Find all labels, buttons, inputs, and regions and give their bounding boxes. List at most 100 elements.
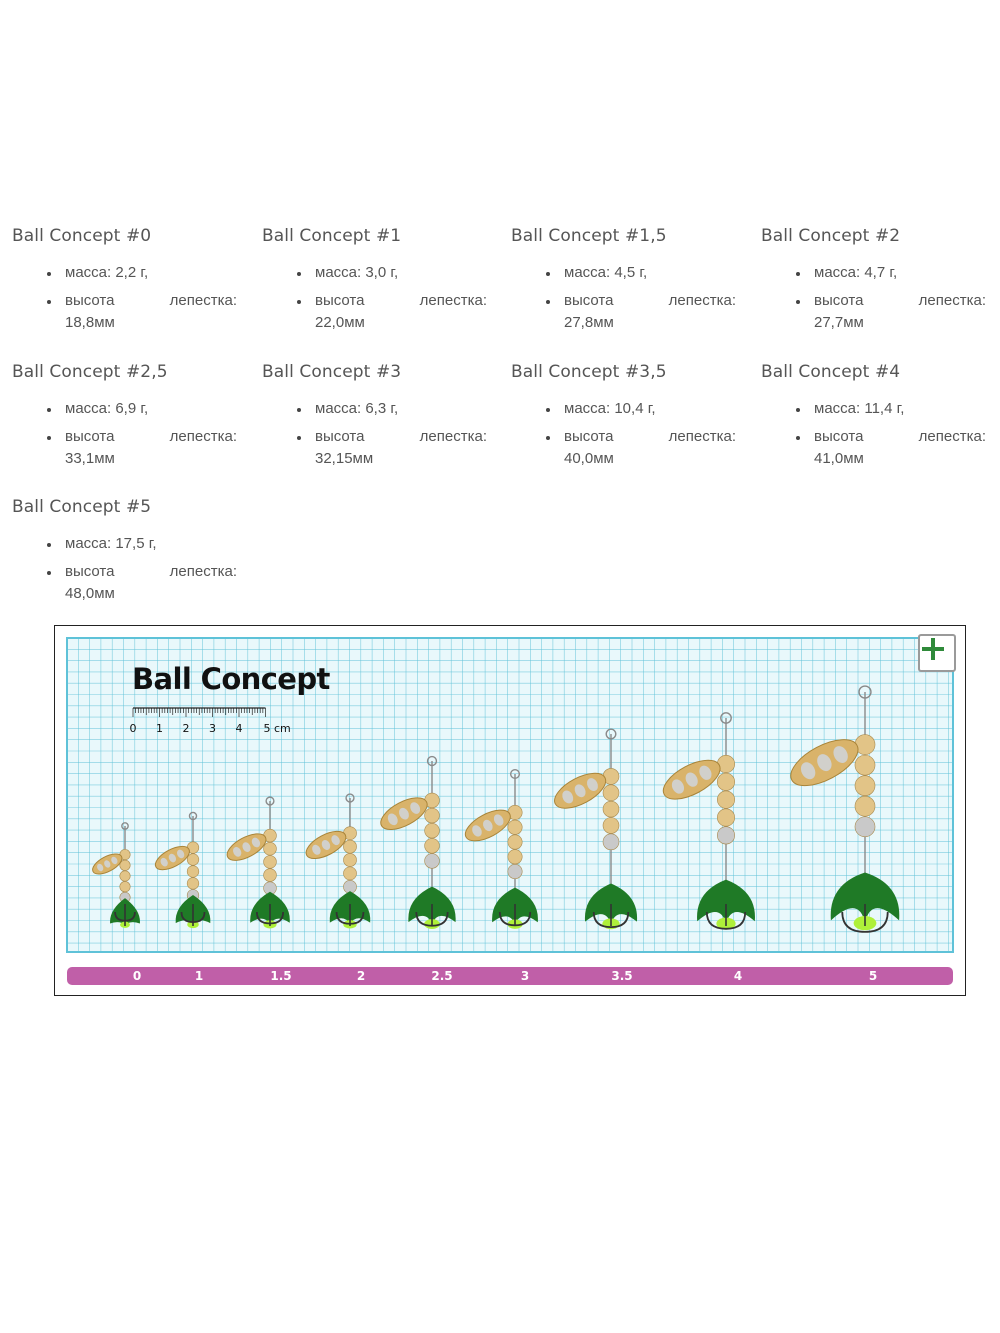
height-label: высота bbox=[564, 292, 614, 309]
spec-mass: масса: 4,7 г, bbox=[796, 262, 986, 284]
spec-list: масса: 10,4 г, высота лепестка: 40,0мм bbox=[511, 398, 736, 470]
ruler-tick-label: 4 bbox=[236, 722, 243, 735]
spec-title: Ball Concept #2,5 bbox=[12, 362, 168, 382]
mass-value: 2,2 г, bbox=[115, 264, 149, 281]
mass-value: 4,5 г, bbox=[614, 264, 648, 281]
petal-label: лепестка: bbox=[169, 563, 237, 580]
spec-height: высота лепестка: 40,0мм bbox=[546, 426, 736, 470]
spinner-lure bbox=[154, 811, 211, 929]
mass-value: 10,4 г, bbox=[614, 400, 656, 417]
spec-title: Ball Concept #3 bbox=[262, 362, 402, 382]
mass-label: масса: bbox=[814, 400, 861, 417]
ruler-tick-label: 0 bbox=[130, 722, 137, 735]
spinner-lure bbox=[226, 796, 290, 929]
spec-title: Ball Concept #4 bbox=[761, 362, 901, 382]
petal-label: лепестка: bbox=[419, 292, 487, 309]
height-label: высота bbox=[65, 292, 115, 309]
height-value: 18,8мм bbox=[65, 314, 115, 331]
size-label: 1.5 bbox=[270, 969, 292, 983]
spec-title: Ball Concept #3,5 bbox=[511, 362, 667, 382]
petal-label: лепестка: bbox=[668, 292, 736, 309]
spec-list: масса: 6,3 г, высота лепестка: 32,15мм bbox=[262, 398, 487, 470]
petal-label: лепестка: bbox=[668, 428, 736, 445]
figure-title: Ball Concept bbox=[132, 662, 330, 696]
spec-list: масса: 17,5 г, высота лепестка: 48,0мм bbox=[12, 533, 237, 605]
petal-label: лепестка: bbox=[918, 292, 986, 309]
height-value: 32,15мм bbox=[315, 450, 374, 467]
spec-title: Ball Concept #5 bbox=[12, 497, 152, 517]
spec-height: высота лепестка: 22,0мм bbox=[297, 290, 487, 334]
height-label: высота bbox=[564, 428, 614, 445]
mass-value: 11,4 г, bbox=[864, 400, 905, 417]
size-label: 2.5 bbox=[431, 969, 453, 983]
zoom-button[interactable] bbox=[918, 634, 956, 672]
spec-block: Ball Concept #2 масса: 4,7 г, высота леп… bbox=[761, 226, 986, 340]
spec-height: высота лепестка: 33,1мм bbox=[47, 426, 237, 470]
spinner-lure bbox=[790, 685, 900, 933]
petal-label: лепестка: bbox=[169, 292, 237, 309]
spec-height: высота лепестка: 32,15мм bbox=[297, 426, 487, 470]
spec-list: масса: 2,2 г, высота лепестка: 18,8мм bbox=[12, 262, 237, 334]
height-label: высота bbox=[315, 292, 365, 309]
size-label: 3.5 bbox=[611, 969, 633, 983]
mass-value: 3,0 г, bbox=[365, 264, 399, 281]
petal-label: лепестка: bbox=[169, 428, 237, 445]
mass-value: 6,3 г, bbox=[365, 400, 399, 417]
size-label: 4 bbox=[733, 969, 743, 983]
spec-mass: масса: 10,4 г, bbox=[546, 398, 736, 420]
mass-label: масса: bbox=[65, 264, 112, 281]
height-value: 48,0мм bbox=[65, 585, 115, 602]
plus-icon bbox=[922, 638, 944, 660]
height-label: высота bbox=[814, 428, 864, 445]
spec-height: высота лепестка: 27,7мм bbox=[796, 290, 986, 334]
mass-label: масса: bbox=[814, 264, 861, 281]
spec-list: масса: 3,0 г, высота лепестка: 22,0мм bbox=[262, 262, 487, 334]
spec-height: высота лепестка: 48,0мм bbox=[47, 561, 237, 605]
spinner-lure bbox=[554, 728, 638, 930]
spec-list: масса: 11,4 г, высота лепестка: 41,0мм bbox=[761, 398, 986, 470]
mass-label: масса: bbox=[315, 264, 362, 281]
mass-label: масса: bbox=[65, 400, 112, 417]
height-value: 33,1мм bbox=[65, 450, 115, 467]
spec-block: Ball Concept #5 масса: 17,5 г, высота ле… bbox=[12, 497, 237, 611]
height-label: высота bbox=[315, 428, 365, 445]
height-value: 22,0мм bbox=[315, 314, 365, 331]
height-label: высота bbox=[814, 292, 864, 309]
spec-title: Ball Concept #0 bbox=[12, 226, 152, 246]
size-label: 3 bbox=[520, 969, 530, 983]
height-value: 27,7мм bbox=[814, 314, 864, 331]
spinner-lure bbox=[92, 822, 140, 928]
size-label: 5 bbox=[868, 969, 878, 983]
spec-mass: масса: 6,9 г, bbox=[47, 398, 237, 420]
spec-title: Ball Concept #1 bbox=[262, 226, 402, 246]
size-label: 2 bbox=[356, 969, 366, 983]
spec-mass: масса: 6,3 г, bbox=[297, 398, 487, 420]
mass-label: масса: bbox=[65, 535, 112, 552]
spec-mass: масса: 4,5 г, bbox=[546, 262, 736, 284]
spec-mass: масса: 2,2 г, bbox=[47, 262, 237, 284]
mass-value: 6,9 г, bbox=[115, 400, 149, 417]
ruler-tick-label: 5 cm bbox=[264, 722, 291, 735]
spec-list: масса: 4,7 г, высота лепестка: 27,7мм bbox=[761, 262, 986, 334]
spec-mass: масса: 17,5 г, bbox=[47, 533, 237, 555]
mass-label: масса: bbox=[564, 400, 611, 417]
spec-height: высота лепестка: 41,0мм bbox=[796, 426, 986, 470]
height-label: высота bbox=[65, 428, 115, 445]
spinner-lure bbox=[662, 712, 755, 930]
spec-title: Ball Concept #1,5 bbox=[511, 226, 667, 246]
size-label: 0 bbox=[132, 969, 142, 983]
mass-value: 4,7 г, bbox=[864, 264, 898, 281]
spec-list: масса: 4,5 г, высота лепестка: 27,8мм bbox=[511, 262, 736, 334]
height-label: высота bbox=[65, 563, 115, 580]
petal-label: лепестка: bbox=[918, 428, 986, 445]
height-value: 27,8мм bbox=[564, 314, 614, 331]
spec-mass: масса: 3,0 г, bbox=[297, 262, 487, 284]
mass-value: 17,5 г, bbox=[115, 535, 157, 552]
ruler-tick-label: 1 bbox=[156, 722, 163, 735]
height-value: 40,0мм bbox=[564, 450, 614, 467]
spec-block: Ball Concept #4 масса: 11,4 г, высота ле… bbox=[761, 362, 986, 476]
spec-height: высота лепестка: 27,8мм bbox=[546, 290, 736, 334]
